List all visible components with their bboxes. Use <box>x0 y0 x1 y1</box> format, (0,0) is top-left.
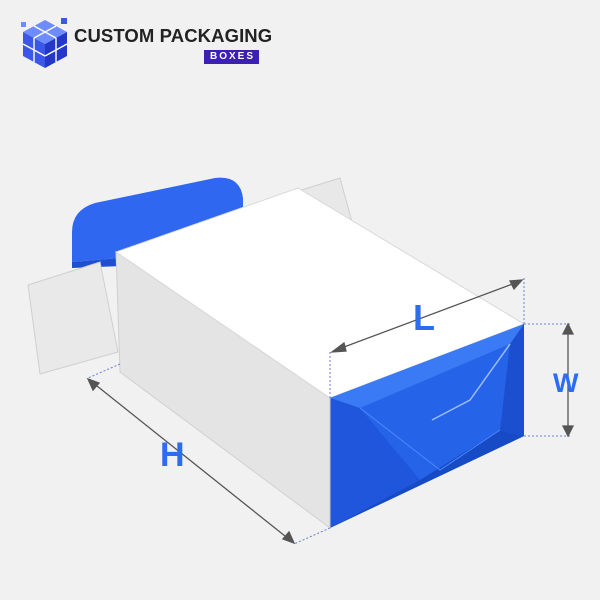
brand-subtitle: BOXES <box>204 50 260 64</box>
brand-title: CUSTOM PACKAGING <box>74 25 273 46</box>
brand-logo: CUSTOM PACKAGING BOXES <box>20 16 272 72</box>
length-label: L <box>413 297 435 338</box>
blue-tuck-flap <box>72 177 243 262</box>
dimension-arrows <box>86 279 575 545</box>
width-label: W <box>553 368 579 398</box>
height-label: H <box>160 436 185 474</box>
left-dust-flap <box>27 261 119 375</box>
dimension-guides <box>87 278 572 545</box>
cube-logo-icon <box>21 18 68 68</box>
